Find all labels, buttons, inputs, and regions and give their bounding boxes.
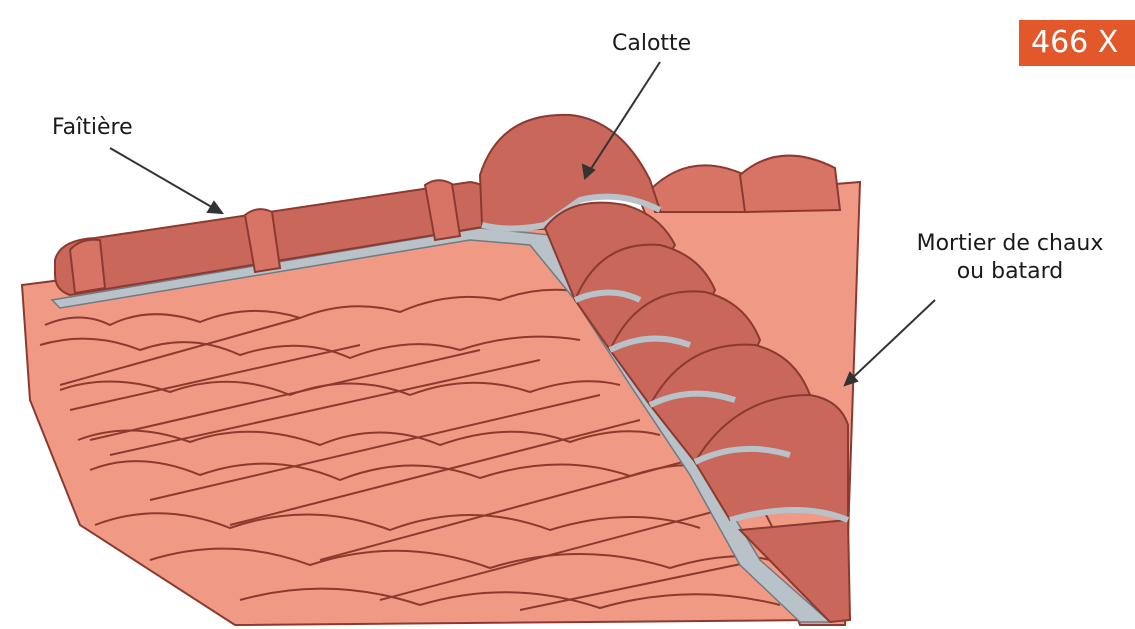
label-calotte: Calotte	[612, 30, 691, 58]
page-number-badge: 466 X	[1019, 20, 1135, 66]
label-mortier-line2: ou batard	[915, 258, 1105, 286]
label-mortier: Mortier de chaux ou batard	[915, 230, 1105, 286]
faitiere-pointer	[110, 148, 222, 213]
back-ridge-caps	[650, 156, 840, 212]
label-faitiere: Faîtière	[52, 114, 133, 142]
label-mortier-line1: Mortier de chaux	[915, 230, 1105, 258]
mortier-pointer	[845, 300, 935, 385]
faitiere-arrowhead	[208, 202, 222, 213]
